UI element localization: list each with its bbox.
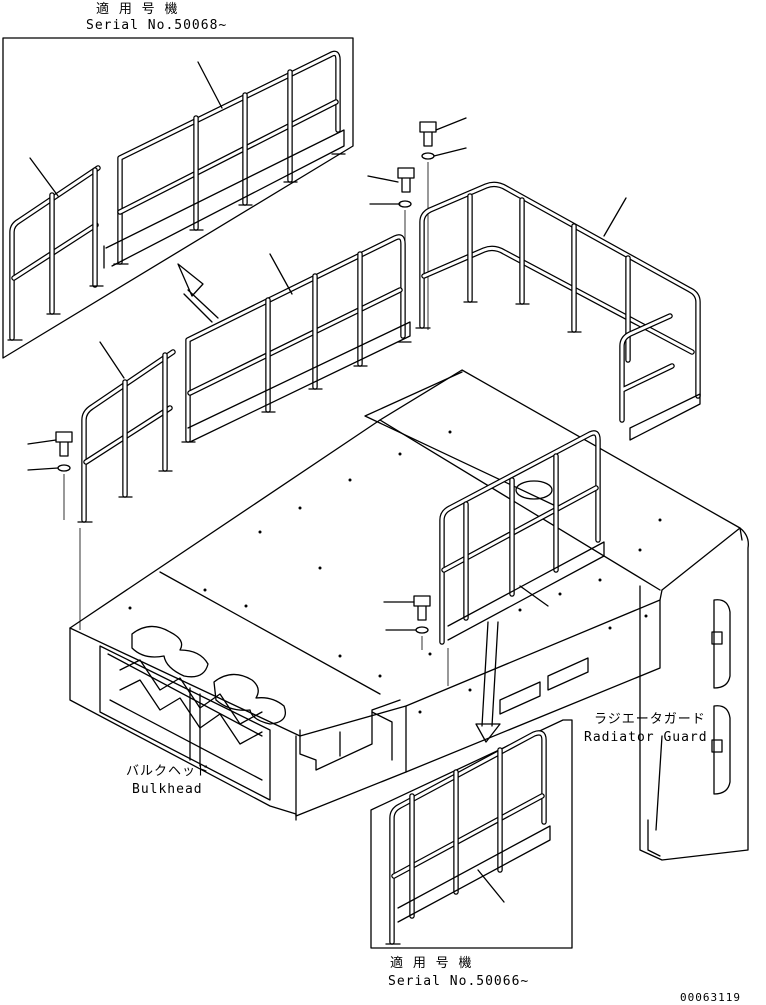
- arrow-to-inset: [177, 263, 219, 323]
- radiator-guard-label-jp: ラジエータガード: [594, 712, 706, 727]
- drawing-number: 00063119: [680, 991, 741, 1004]
- right-u-handrail: [415, 181, 701, 441]
- bottom-serial-label-jp: 適 用 号 機: [390, 956, 473, 971]
- machine-deck: [69, 369, 749, 861]
- bolts: [27, 117, 467, 686]
- top-serial-label-jp: 適 用 号 機: [96, 2, 179, 17]
- radiator-guard-label-en: Radiator Guard: [584, 730, 708, 745]
- inset-bottom-handrail: [385, 730, 551, 945]
- top-inset-frame: [2, 37, 354, 359]
- main-left-handrail: [77, 234, 412, 523]
- inset-top-handrail: [7, 50, 346, 341]
- center-deck-handrail: [439, 430, 605, 645]
- bulkhead-label-en: Bulkhead: [132, 782, 203, 797]
- top-serial-label-en: Serial No.50068~: [86, 18, 228, 33]
- bulkhead-label-jp: バルクヘッド: [126, 764, 211, 779]
- bottom-serial-label-en: Serial No.50066~: [388, 974, 530, 989]
- arrow-to-bottom-inset: [475, 621, 501, 743]
